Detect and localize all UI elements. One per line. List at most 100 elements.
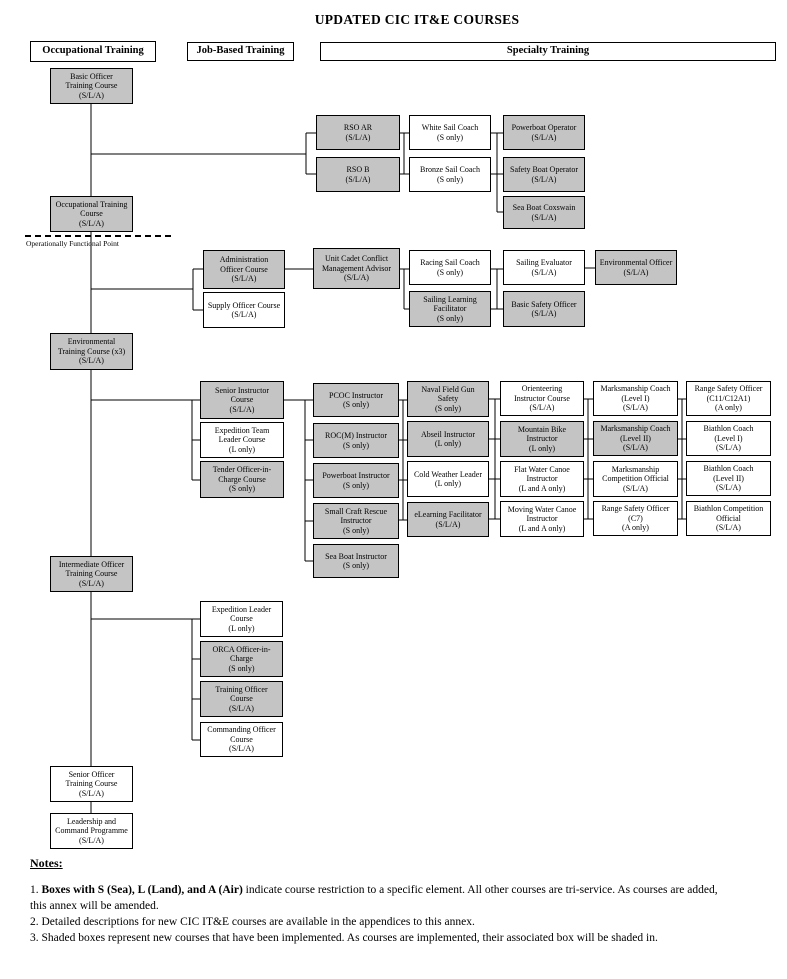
box-label: Biathlon Coach (Level II) (S/L/A)	[703, 464, 754, 493]
occupational-training-course-box: Occupational Training Course (S/L/A)	[50, 196, 133, 232]
box-label: Powerboat Instructor (S only)	[322, 471, 390, 490]
box-label: Sea Boat Coxswain (S/L/A)	[512, 203, 576, 222]
box-label: ORCA Officer-in- Charge (S only)	[212, 644, 271, 673]
basic-safety-officer-box: Basic Safety Officer (S/L/A)	[503, 291, 585, 327]
senior-officer-training-course-box: Senior Officer Training Course (S/L/A)	[50, 766, 133, 802]
rso-b-box: RSO B (S/L/A)	[316, 157, 400, 192]
box-label: Sailing Evaluator (S/L/A)	[516, 258, 572, 277]
box-label: Abseil Instructor (L only)	[421, 429, 475, 448]
box-label: Senior Instructor Course (S/L/A)	[215, 385, 269, 414]
occupational-training-header: Occupational Training	[30, 41, 156, 62]
box-label: Intermediate Officer Training Course (S/…	[58, 559, 125, 588]
box-label: Marksmanship Coach (Level II) (S/L/A)	[600, 424, 671, 453]
box-label: Range Safety Officer (C7) (A only)	[601, 504, 670, 533]
box-label: Moving Water Canoe Instructor (L and A o…	[507, 504, 577, 533]
box-label: Occupational Training	[42, 45, 144, 57]
box-label: Tender Officer-in- Charge Course (S only…	[212, 465, 272, 494]
white-sail-coach-box: White Sail Coach (S only)	[409, 115, 491, 150]
safety-boat-operator-box: Safety Boat Operator (S/L/A)	[503, 157, 585, 192]
bronze-sail-coach-box: Bronze Sail Coach (S only)	[409, 157, 491, 192]
racing-sail-coach-box: Racing Sail Coach (S only)	[409, 250, 491, 285]
box-label: Marksmanship Competition Official (S/L/A…	[602, 464, 669, 493]
training-officer-course-box: Training Officer Course (S/L/A)	[200, 681, 283, 717]
box-label: Expedition Team Leader Course (L only)	[214, 425, 270, 454]
unit-cadet-conflict-management-advisor-box: Unit Cadet Conflict Management Advisor (…	[313, 248, 400, 289]
moving-water-canoe-instructor-box: Moving Water Canoe Instructor (L and A o…	[500, 501, 584, 537]
specialty-training-header: Specialty Training	[320, 42, 776, 61]
abseil-instructor-box: Abseil Instructor (L only)	[407, 421, 489, 457]
flat-water-canoe-instructor-box: Flat Water Canoe Instructor (L and A onl…	[500, 461, 584, 497]
tender-officer-in-charge-course-box: Tender Officer-in- Charge Course (S only…	[200, 461, 284, 498]
intermediate-officer-training-course-box: Intermediate Officer Training Course (S/…	[50, 556, 133, 592]
box-label: Environmental Training Course (x3) (S/L/…	[57, 337, 126, 366]
box-label: White Sail Coach (S only)	[421, 123, 479, 142]
marksmanship-coach-level-ii-box: Marksmanship Coach (Level II) (S/L/A)	[593, 421, 678, 456]
box-label: Expedition Leader Course (L only)	[211, 604, 272, 633]
notes-heading: Notes:	[30, 856, 63, 870]
box-label: Cold Weather Leader (L only)	[413, 469, 483, 488]
box-label: Environmental Officer (S/L/A)	[599, 258, 673, 277]
rocm-instructor-box: ROC(M) Instructor (S only)	[313, 423, 399, 458]
cold-weather-leader-box: Cold Weather Leader (L only)	[407, 461, 489, 497]
rso-ar-box: RSO AR (S/L/A)	[316, 115, 400, 150]
box-label: Senior Officer Training Course (S/L/A)	[65, 769, 118, 798]
sailing-learning-facilitator-box: Sailing Learning Facilitator (S only)	[409, 291, 491, 327]
note-1-text: indicate course restriction to a specifi…	[30, 883, 718, 912]
box-label: Bronze Sail Coach (S only)	[420, 165, 480, 184]
box-label: Unit Cadet Conflict Management Advisor (…	[321, 254, 392, 283]
sea-boat-instructor-box: Sea Boat Instructor (S only)	[313, 544, 399, 578]
box-label: Flat Water Canoe Instructor (L and A onl…	[514, 464, 570, 493]
box-label: Sailing Learning Facilitator (S only)	[423, 294, 477, 323]
box-label: PCOC Instructor (S only)	[329, 390, 383, 409]
range-safety-officer-c7-box: Range Safety Officer (C7) (A only)	[593, 501, 678, 536]
box-label: Commanding Officer Course (S/L/A)	[207, 725, 276, 754]
pcoc-instructor-box: PCOC Instructor (S only)	[313, 383, 399, 417]
biathlon-coach-level-ii-box: Biathlon Coach (Level II) (S/L/A)	[686, 461, 771, 496]
box-label: Basic Safety Officer (S/L/A)	[511, 299, 577, 318]
box-label: ROC(M) Instructor (S only)	[325, 431, 387, 450]
box-label: Mountain Bike Instructor (L only)	[517, 424, 567, 453]
biathlon-competition-official-box: Biathlon Competition Official (S/L/A)	[686, 501, 771, 536]
note-1-bold-text: Boxes with S (Sea), L (Land), and A (Air…	[41, 883, 243, 896]
note-1-number: 1.	[30, 883, 42, 896]
biathlon-coach-level-i-box: Biathlon Coach (Level I) (S/L/A)	[686, 421, 771, 456]
expedition-leader-course-box: Expedition Leader Course (L only)	[200, 601, 283, 637]
naval-field-gun-safety-box: Naval Field Gun Safety (S only)	[407, 381, 489, 417]
box-label: Biathlon Competition Official (S/L/A)	[693, 504, 764, 533]
note-3: 3. Shaded boxes represent new courses th…	[30, 932, 658, 945]
box-label: Supply Officer Course (S/L/A)	[207, 300, 281, 319]
box-label: Range Safety Officer (C11/C12A1) (A only…	[694, 384, 763, 413]
box-label: Occupational Training Course (S/L/A)	[55, 199, 128, 228]
basic-officer-training-course-box: Basic Officer Training Course (S/L/A)	[50, 68, 133, 104]
page-title: UPDATED CIC IT&E COURSES	[314, 12, 520, 27]
box-label: Small Craft Rescue Instructor (S only)	[324, 506, 388, 535]
box-label: Biathlon Coach (Level I) (S/L/A)	[703, 424, 754, 453]
note-1: 1. Boxes with S (Sea), L (Land), and A (…	[30, 882, 730, 914]
sailing-evaluator-box: Sailing Evaluator (S/L/A)	[503, 250, 585, 285]
senior-instructor-course-box: Senior Instructor Course (S/L/A)	[200, 381, 284, 419]
box-label: Job-Based Training	[196, 45, 285, 57]
box-label: Basic Officer Training Course (S/L/A)	[65, 71, 118, 100]
mountain-bike-instructor-box: Mountain Bike Instructor (L only)	[500, 421, 584, 457]
box-label: RSO B (S/L/A)	[345, 165, 371, 184]
leadership-and-command-programme-box: Leadership and Command Programme (S/L/A)	[50, 813, 133, 849]
expedition-team-leader-course-box: Expedition Team Leader Course (L only)	[200, 422, 284, 458]
administration-officer-course-box: Administration Officer Course (S/L/A)	[203, 250, 285, 289]
job-based-training-header: Job-Based Training	[187, 42, 294, 61]
box-label: Specialty Training	[506, 45, 590, 57]
box-label: Administration Officer Course (S/L/A)	[219, 255, 269, 284]
box-label: Powerboat Operator (S/L/A)	[511, 123, 577, 142]
powerboat-instructor-box: Powerboat Instructor (S only)	[313, 463, 399, 498]
box-label: eLearning Facilitator (S/L/A)	[414, 510, 482, 529]
box-label: Safety Boat Operator (S/L/A)	[510, 165, 578, 184]
orienteering-instructor-course-box: Orienteering Instructor Course (S/L/A)	[500, 381, 584, 416]
environmental-training-course-box: Environmental Training Course (x3) (S/L/…	[50, 333, 133, 370]
sea-boat-coxswain-box: Sea Boat Coxswain (S/L/A)	[503, 196, 585, 229]
box-label: Orienteering Instructor Course (S/L/A)	[514, 384, 570, 413]
box-label: Racing Sail Coach (S only)	[420, 258, 480, 277]
marksmanship-competition-official-box: Marksmanship Competition Official (S/L/A…	[593, 461, 678, 497]
operationally-functional-point-label: Operationally Functional Point	[26, 239, 119, 248]
